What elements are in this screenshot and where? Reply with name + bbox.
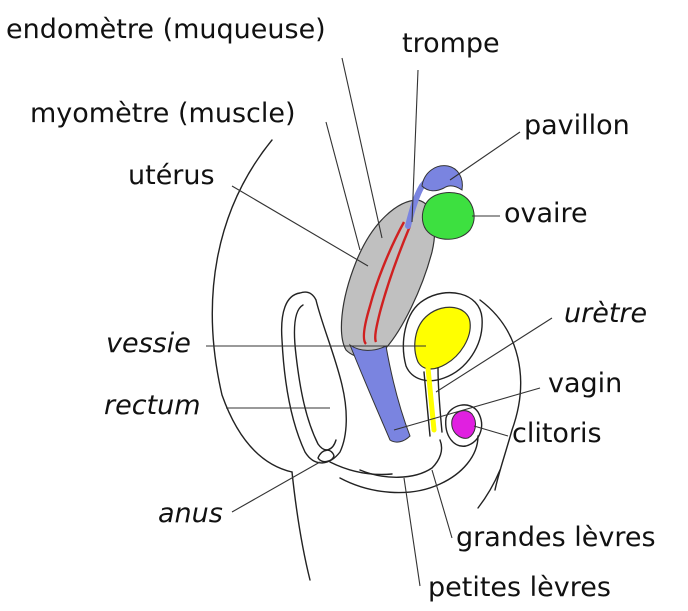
rectum-inner <box>294 305 336 450</box>
label-myometre: myomètre (muscle) <box>30 100 296 127</box>
label-clitoris: clitoris <box>512 420 602 447</box>
leader-grandes-levres <box>432 470 452 538</box>
label-rectum: rectum <box>104 392 201 419</box>
label-ovaire: ovaire <box>504 200 588 227</box>
perineum-outline <box>330 462 392 475</box>
label-pavillon: pavillon <box>524 112 630 139</box>
vessie-shape <box>415 307 470 369</box>
thigh-outline <box>478 470 500 508</box>
anus-outline <box>318 450 334 461</box>
back-outline <box>292 472 310 580</box>
label-trompe: trompe <box>402 30 500 57</box>
label-grandes-levres: grandes lèvres <box>456 524 656 551</box>
label-vessie: vessie <box>106 330 191 357</box>
label-vagin: vagin <box>548 370 622 397</box>
petites-levres-outline <box>360 440 442 477</box>
pavillon-shape <box>422 166 462 191</box>
leader-myometre <box>326 122 360 250</box>
leader-uterus <box>232 186 368 266</box>
clitoris-shape <box>452 411 476 439</box>
label-uterus: utérus <box>128 162 215 189</box>
ovaire-shape <box>422 193 474 240</box>
leader-anus <box>232 462 320 512</box>
label-petites-levres: petites lèvres <box>428 574 611 601</box>
label-anus: anus <box>158 500 223 527</box>
leader-petites-levres <box>404 478 420 586</box>
rectum-shape <box>282 292 347 463</box>
leader-pavillon <box>450 132 520 180</box>
label-uretre: urètre <box>564 300 647 327</box>
body-outline <box>212 140 292 472</box>
leader-endometre <box>342 58 382 238</box>
label-endometre: endomètre (muqueuse) <box>6 16 326 43</box>
